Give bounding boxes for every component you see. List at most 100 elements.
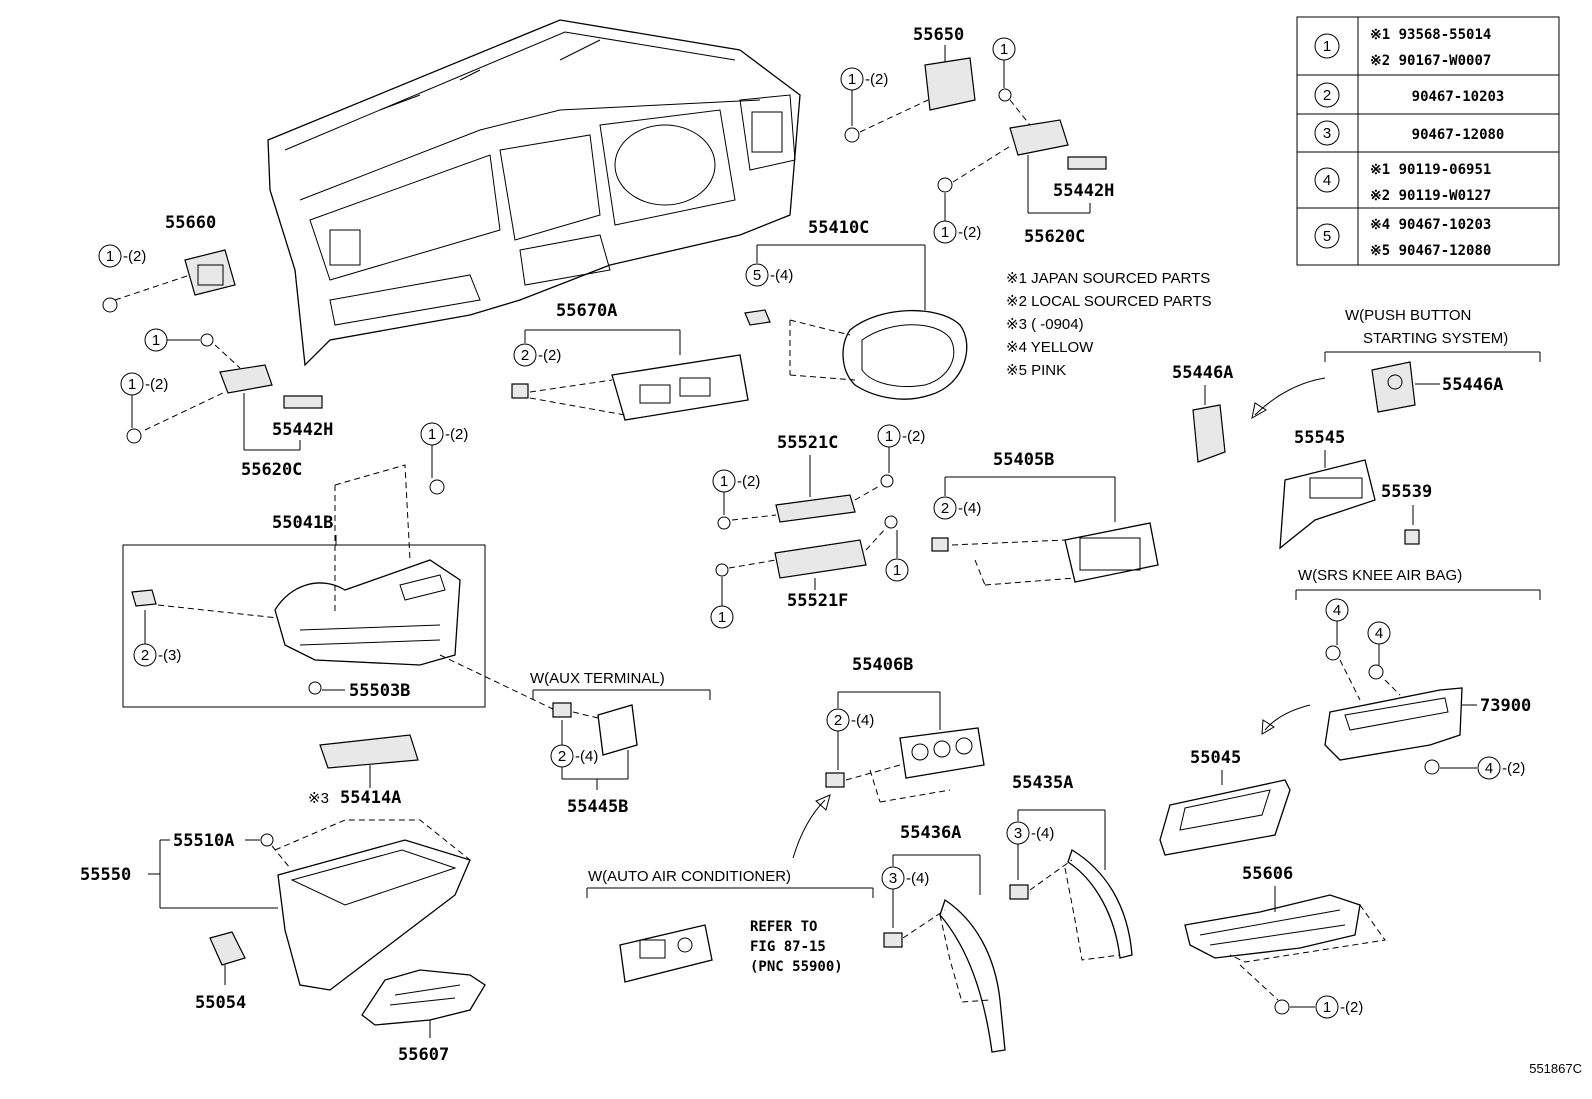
arrow-icon bbox=[792, 799, 826, 859]
part-label-55414A: 55414A bbox=[340, 788, 401, 808]
table-ref-1: 1 bbox=[1323, 38, 1331, 55]
knee-airbag-icon bbox=[1324, 687, 1463, 761]
screw-icon bbox=[715, 563, 729, 577]
callout-suffix: -(2) bbox=[538, 347, 561, 364]
aux-terminal-icon bbox=[597, 704, 638, 756]
callout-suffix: -(2) bbox=[145, 376, 168, 393]
part-55670A-group: 55670A 2 -(2) bbox=[511, 301, 749, 421]
callout-suffix: -(4) bbox=[1031, 825, 1054, 842]
part-label-55620C-right: 55620C bbox=[1024, 227, 1085, 247]
callout-circle-icon bbox=[98, 244, 122, 268]
note-1: ※1 JAPAN SOURCED PARTS bbox=[1006, 270, 1210, 287]
bezel-icon bbox=[1192, 404, 1226, 463]
condition-srs-knee: W(SRS KNEE AIR BAG) bbox=[1298, 567, 1462, 584]
callout-suffix: -(2) bbox=[902, 428, 925, 445]
callout-number: 4 bbox=[1333, 602, 1341, 619]
table-cell: ※1 93568-55014 bbox=[1370, 27, 1491, 43]
switch-panel-icon bbox=[1279, 459, 1376, 550]
callout-suffix: -(2) bbox=[445, 426, 468, 443]
clip-icon bbox=[931, 537, 949, 552]
screw-icon bbox=[1368, 664, 1384, 680]
screw-icon bbox=[884, 515, 898, 529]
screw-icon bbox=[200, 333, 214, 347]
under-cover-icon bbox=[361, 969, 486, 1026]
part-55410C-group: 55410C 5 -(4) bbox=[744, 218, 968, 400]
switch-base-icon bbox=[775, 494, 856, 523]
part-55521-group: 55521C 1 -(2) 1 -(2) 1 1 55521F bbox=[710, 424, 925, 629]
callout-suffix: -(3) bbox=[158, 647, 181, 664]
part-label-55510A: 55510A bbox=[173, 831, 234, 851]
part-label-55446A-left: 55446A bbox=[1172, 363, 1233, 383]
part-label-55545: 55545 bbox=[1294, 428, 1345, 448]
screw-icon bbox=[844, 127, 860, 143]
auto-ac-panel-icon bbox=[619, 924, 713, 983]
notes: ※1 JAPAN SOURCED PARTS ※2 LOCAL SOURCED … bbox=[1006, 270, 1212, 379]
table-ref-2-icon bbox=[1314, 82, 1340, 108]
callout-suffix: -(4) bbox=[958, 500, 981, 517]
callout-number: 1 bbox=[1000, 41, 1008, 58]
part-label-55410C: 55410C bbox=[808, 218, 869, 238]
callout-number: 1 bbox=[1323, 999, 1331, 1016]
part-label-55442H-right: 55442H bbox=[1053, 181, 1114, 201]
tray-icon bbox=[319, 734, 419, 769]
lower-panel-icon bbox=[1159, 779, 1291, 856]
push-button-icon bbox=[1371, 361, 1416, 413]
callout-number: 2 bbox=[141, 647, 149, 664]
part-55550-group: 55550 55510A 55054 bbox=[80, 819, 471, 1013]
screw-icon bbox=[429, 479, 445, 495]
part-note-55414A: ※3 bbox=[308, 790, 329, 807]
callout-number: 1 bbox=[885, 428, 893, 445]
part-label-55521F: 55521F bbox=[787, 591, 848, 611]
part-55414A-group: ※3 55414A bbox=[308, 734, 419, 808]
part-55620C-left-group: 1 1 -(2) 55442H 55620C bbox=[120, 328, 333, 480]
part-55435A-group: 55435A 3 -(4) bbox=[1006, 773, 1133, 961]
note-2: ※2 LOCAL SOURCED PARTS bbox=[1006, 293, 1212, 310]
vent-icon bbox=[1009, 119, 1069, 156]
side-trim-icon bbox=[939, 898, 1006, 1053]
callout-number: 1 bbox=[941, 224, 949, 241]
part-55607-group: 55607 bbox=[361, 969, 486, 1065]
center-cluster-icon bbox=[611, 354, 749, 421]
screw-icon bbox=[102, 297, 118, 313]
clip-icon bbox=[1404, 529, 1420, 545]
clip-icon bbox=[825, 772, 845, 788]
callout-number: 1 bbox=[428, 426, 436, 443]
damper-icon bbox=[260, 833, 274, 847]
callout-number: 1 bbox=[718, 609, 726, 626]
refer-line-3: (PNC 55900) bbox=[750, 959, 843, 975]
condition-push-button-2: STARTING SYSTEM) bbox=[1363, 330, 1508, 347]
clip-icon bbox=[511, 383, 529, 399]
figure-id: 551867C bbox=[1529, 1061, 1582, 1076]
table-cell: ※5 90467-12080 bbox=[1370, 243, 1491, 259]
clip-icon bbox=[1009, 884, 1029, 900]
table-cell: ※4 90467-10203 bbox=[1370, 217, 1491, 233]
assembly-box bbox=[122, 544, 486, 708]
glove-box-door-icon bbox=[274, 559, 461, 666]
callout-number: 1 bbox=[106, 248, 114, 265]
clip-icon bbox=[131, 589, 157, 607]
callout-number: 1 bbox=[848, 71, 856, 88]
switch-base-icon bbox=[774, 539, 867, 579]
part-label-55539: 55539 bbox=[1381, 482, 1432, 502]
part-55405B-group: 55405B 2 -(4) bbox=[931, 450, 1159, 586]
callout-suffix: -(4) bbox=[770, 267, 793, 284]
table-ref-3-icon bbox=[1314, 120, 1340, 146]
clip-icon bbox=[883, 932, 903, 948]
part-label-55607: 55607 bbox=[398, 1045, 449, 1065]
callout-suffix: -(2) bbox=[1502, 760, 1525, 777]
callout-suffix: -(2) bbox=[1340, 999, 1363, 1016]
part-55545-group: 55545 55539 bbox=[1279, 428, 1432, 550]
part-label-55435A: 55435A bbox=[1012, 773, 1073, 793]
part-55436A-group: 55436A 3 -(4) bbox=[881, 823, 1006, 1053]
table-ref-2: 2 bbox=[1323, 87, 1331, 104]
callout-number: 3 bbox=[1014, 825, 1022, 842]
callout-circle-icon bbox=[745, 263, 769, 287]
part-label-55445B: 55445B bbox=[567, 797, 628, 817]
refer-line-2: FIG 87-15 bbox=[750, 939, 826, 955]
part-label-55620C-left: 55620C bbox=[241, 460, 302, 480]
table-cell: ※2 90167-W0007 bbox=[1370, 53, 1491, 69]
callout-number: 3 bbox=[889, 870, 897, 887]
condition-aux-terminal: W(AUX TERMINAL) bbox=[530, 670, 665, 687]
callout-suffix: -(2) bbox=[865, 71, 888, 88]
